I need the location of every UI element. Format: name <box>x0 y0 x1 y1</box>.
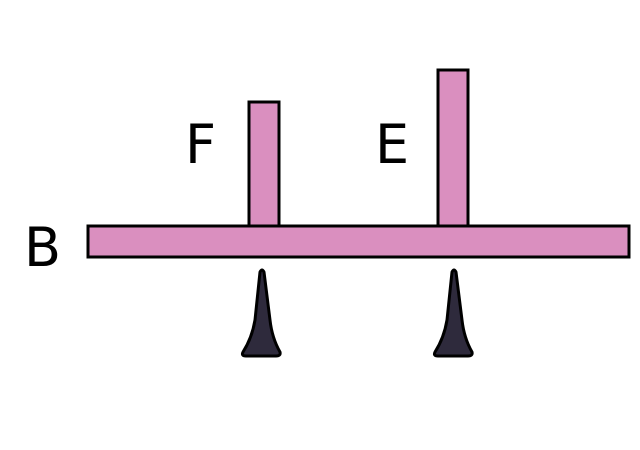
label-e: E <box>375 113 409 176</box>
label-f: F <box>185 113 216 176</box>
vertical-post-e <box>436 68 470 228</box>
support-left-icon <box>240 268 282 358</box>
horizontal-beam <box>86 224 631 259</box>
support-right-icon <box>432 268 474 358</box>
vertical-post-f <box>247 100 281 228</box>
label-b: B <box>24 216 61 279</box>
